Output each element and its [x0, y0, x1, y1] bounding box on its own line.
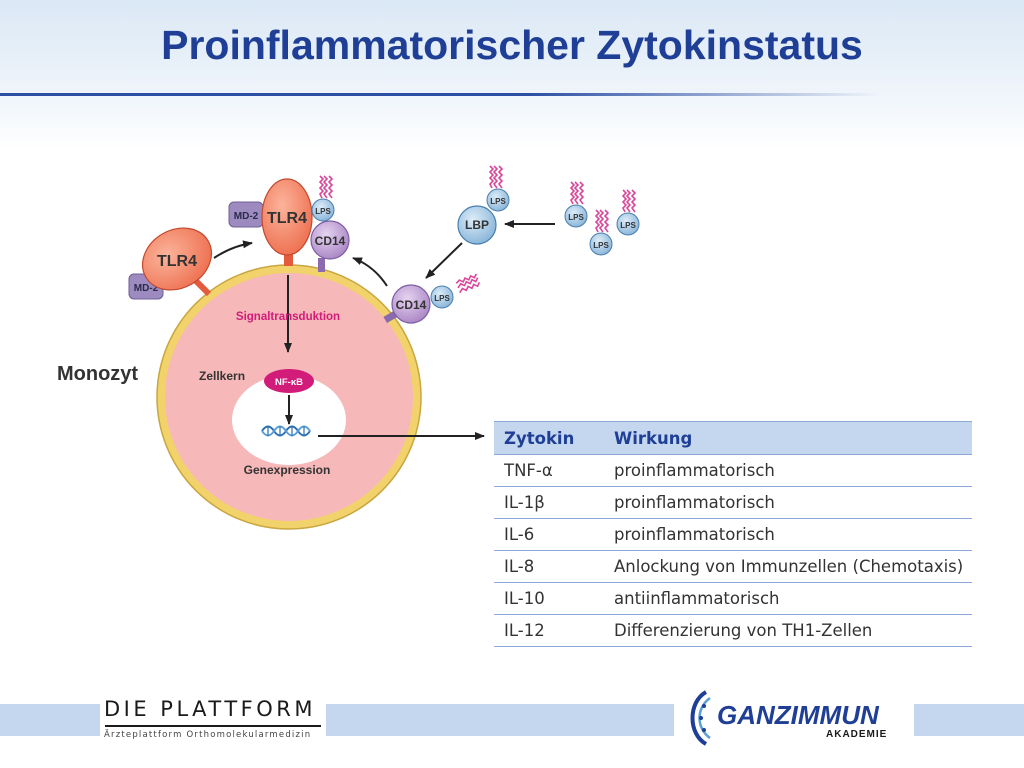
dna-icon — [261, 425, 311, 437]
tlr4-top — [261, 178, 313, 256]
cd14-transfer-arrow — [352, 257, 388, 287]
footer-band-right — [914, 704, 1024, 736]
plattform-tagline: Ärzteplattform Orthomolekularmedizin — [104, 730, 312, 740]
tlr4-top-label: TLR4 — [267, 210, 307, 227]
slide-title: Proinflammatorischer Zytokinstatus — [161, 22, 863, 68]
table-row: TNF-α proinflammatorisch — [494, 454, 972, 487]
effect-cell: proinflammatorisch — [614, 518, 972, 551]
nfkb-label: NF-κB — [275, 377, 303, 388]
cytokine-table: Zytokin Wirkung TNF-α proinflammatorisch… — [494, 421, 972, 647]
tlr4-left-label: TLR4 — [157, 253, 197, 270]
title-underline — [0, 93, 880, 96]
cytokine-cell: IL-6 — [494, 518, 614, 551]
footer-band-left — [0, 704, 100, 736]
ganzimmun-akademie: AKADEMIE — [826, 729, 888, 740]
gene-label: Genexpression — [244, 463, 331, 477]
cd14-top — [310, 220, 350, 260]
ganzimmun-logo-icon — [690, 690, 711, 746]
lbp — [457, 205, 497, 245]
nfkb — [264, 369, 314, 393]
lbp-label: LBP — [465, 218, 489, 232]
cd14-right-label: CD14 — [396, 298, 427, 312]
cytokine-cell: TNF-α — [494, 454, 614, 487]
cytokine-cell: IL-1β — [494, 486, 614, 519]
effect-cell: proinflammatorisch — [614, 486, 972, 519]
table-header-row: Zytokin Wirkung — [494, 421, 972, 455]
header-background — [0, 0, 1024, 150]
cell-label: Monozyt — [57, 363, 138, 385]
plattform-logo-rule — [105, 725, 321, 727]
ganzimmun-logo-part-b: IMMUN — [790, 700, 879, 730]
lps-free-b — [589, 232, 613, 256]
lps-free-c — [616, 212, 640, 236]
tlr4-top-stalk — [284, 252, 293, 266]
ganzimmun-logo-part-a: GANZ — [717, 700, 791, 730]
header-cytokine: Zytokin — [494, 421, 614, 455]
lps-free-b-label: LPS — [593, 241, 609, 250]
lps-top-chains — [319, 175, 333, 199]
cytokine-cell: IL-8 — [494, 550, 614, 583]
lbp-to-cd14-arrow — [425, 242, 463, 279]
lps-free-c-label: LPS — [620, 221, 636, 230]
lps-free-a-label: LPS — [568, 213, 584, 222]
lps-free-a — [564, 204, 588, 228]
signal-label: Signaltransduktion — [236, 311, 340, 323]
cytokine-cell: IL-10 — [494, 582, 614, 615]
md2-top-label: MD-2 — [234, 211, 259, 222]
ganzimmun-logo-text: GANZIMMUN — [717, 700, 879, 731]
lps-top — [311, 198, 335, 222]
lps-right — [430, 285, 454, 309]
monocyte-diagram: Monozyt MD-2 TLR4 MD-2 TLR4 CD14 LPS CD1… — [57, 165, 640, 530]
table-row: IL-6 proinflammatorisch — [494, 518, 972, 551]
lps-right-label: LPS — [434, 294, 450, 303]
tlr4-left — [142, 227, 212, 291]
lps-free-c-chains — [622, 189, 636, 213]
lps-top-label: LPS — [315, 207, 331, 216]
effect-cell: antiinflammatorisch — [614, 582, 972, 615]
lps-lbp-chains — [489, 165, 503, 189]
md2-left-label: MD-2 — [134, 283, 159, 294]
lps-right-chains — [454, 273, 482, 294]
cd14-top-stalk — [318, 258, 325, 272]
nucleus-label: Zellkern — [199, 369, 245, 383]
lps-lbp — [486, 188, 510, 212]
cd14-right — [391, 284, 431, 324]
footer-band-middle — [326, 704, 674, 736]
effect-cell: Anlockung von Immunzellen (Chemotaxis) — [614, 550, 972, 583]
lps-free-a-chains — [570, 181, 584, 205]
cytokine-cell: IL-12 — [494, 614, 614, 647]
cd14-top-label: CD14 — [315, 234, 346, 248]
plattform-logo: DIE PLATTFORM — [104, 697, 316, 721]
effect-cell: Differenzierung von TH1-Zellen — [614, 614, 972, 647]
table-row: IL-8 Anlockung von Immunzellen (Chemotax… — [494, 550, 972, 583]
translocation-arrow — [213, 240, 253, 259]
table-row: IL-1β proinflammatorisch — [494, 486, 972, 519]
lps-lbp-label: LPS — [490, 197, 506, 206]
lps-free-b-chains — [595, 209, 609, 233]
header-effect: Wirkung — [614, 421, 972, 455]
effect-cell: proinflammatorisch — [614, 454, 972, 487]
table-row: IL-10 antiinflammatorisch — [494, 582, 972, 615]
table-row: IL-12 Differenzierung von TH1-Zellen — [494, 614, 972, 647]
